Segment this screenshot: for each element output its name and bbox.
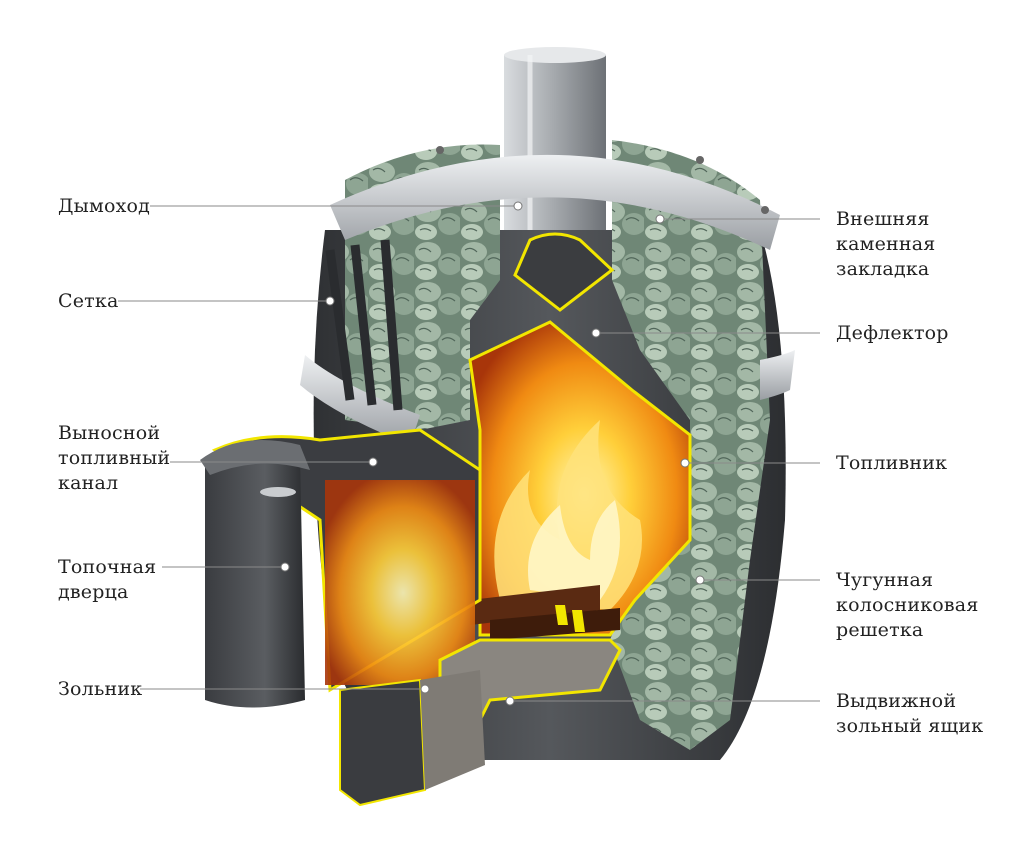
- fuel-channel: [211, 428, 482, 693]
- label-firebox: Топливник: [836, 452, 948, 474]
- label-mesh: Сетка: [58, 290, 119, 312]
- label-ash-drawer: Выдвижной зольный ящик: [836, 690, 984, 737]
- label-deflector: Дефлектор: [836, 322, 949, 344]
- label-grate: Чугунная колосниковая решетка: [836, 569, 979, 641]
- leader-lines: [118, 205, 820, 702]
- label-outer-stones: Внешняя каменная закладка: [836, 208, 936, 280]
- mesh-bands: [300, 239, 795, 445]
- label-ash-pit: Зольник: [58, 678, 143, 700]
- label-fuel-channel: Выносной топливный канал: [58, 422, 171, 494]
- leader-dots: [280, 201, 705, 706]
- cast-iron-grate: [555, 605, 585, 632]
- ash-pit: [339, 638, 622, 807]
- firebox-door: [200, 440, 310, 708]
- label-chimney: Дымоход: [58, 195, 151, 217]
- top-steel-ring: [330, 146, 780, 250]
- label-firebox-door: Топочная дверца: [58, 556, 157, 603]
